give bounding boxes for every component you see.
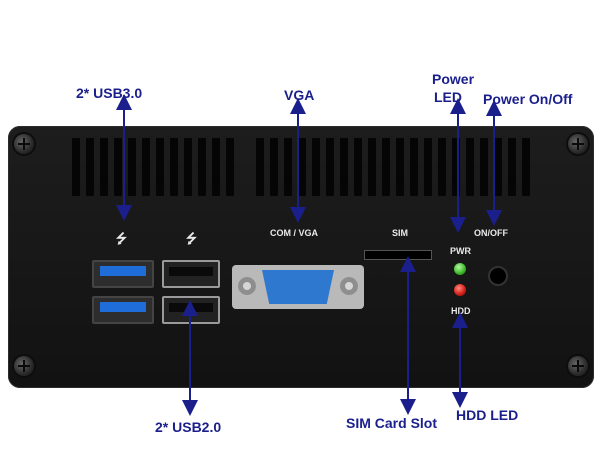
com-vga-label: COM / VGA bbox=[270, 228, 319, 238]
hdd-label: HDD bbox=[451, 306, 471, 316]
onoff-label: ON/OFF bbox=[474, 228, 508, 238]
mini-pc-front-panel: ⭍ ⭍ COM / VGA SIM PWR HDD ON/OFF bbox=[8, 126, 594, 388]
vent-grille-left bbox=[72, 138, 234, 196]
usb2-port bbox=[162, 260, 220, 288]
usb-symbol-icon: ⭍ bbox=[186, 231, 197, 246]
power-led-callout-line2: LED bbox=[434, 89, 462, 105]
power-onoff-callout: Power On/Off bbox=[483, 91, 573, 107]
usb3-port bbox=[92, 296, 154, 324]
usb3-port bbox=[92, 260, 154, 288]
screw-icon bbox=[14, 356, 34, 376]
power-led bbox=[454, 263, 466, 275]
usb-symbol-icon: ⭍ bbox=[116, 231, 127, 246]
sim-callout: SIM Card Slot bbox=[346, 415, 438, 431]
vent-grille-right bbox=[256, 138, 530, 196]
vga-callout: VGA bbox=[284, 87, 315, 103]
power-button[interactable] bbox=[488, 266, 508, 286]
pwr-label: PWR bbox=[450, 246, 471, 256]
vga-port bbox=[232, 265, 364, 309]
screw-icon bbox=[568, 134, 588, 154]
usb2-port bbox=[162, 296, 220, 324]
hdd-led-callout: HDD LED bbox=[456, 407, 519, 423]
screw-icon bbox=[568, 356, 588, 376]
sim-card-slot bbox=[364, 250, 432, 260]
usb2-callout: 2* USB2.0 bbox=[155, 419, 222, 435]
hdd-led bbox=[454, 284, 466, 296]
sim-label: SIM bbox=[392, 228, 409, 238]
power-led-callout-line1: Power bbox=[432, 71, 475, 87]
usb3-callout: 2* USB3.0 bbox=[76, 85, 143, 101]
screw-icon bbox=[14, 134, 34, 154]
